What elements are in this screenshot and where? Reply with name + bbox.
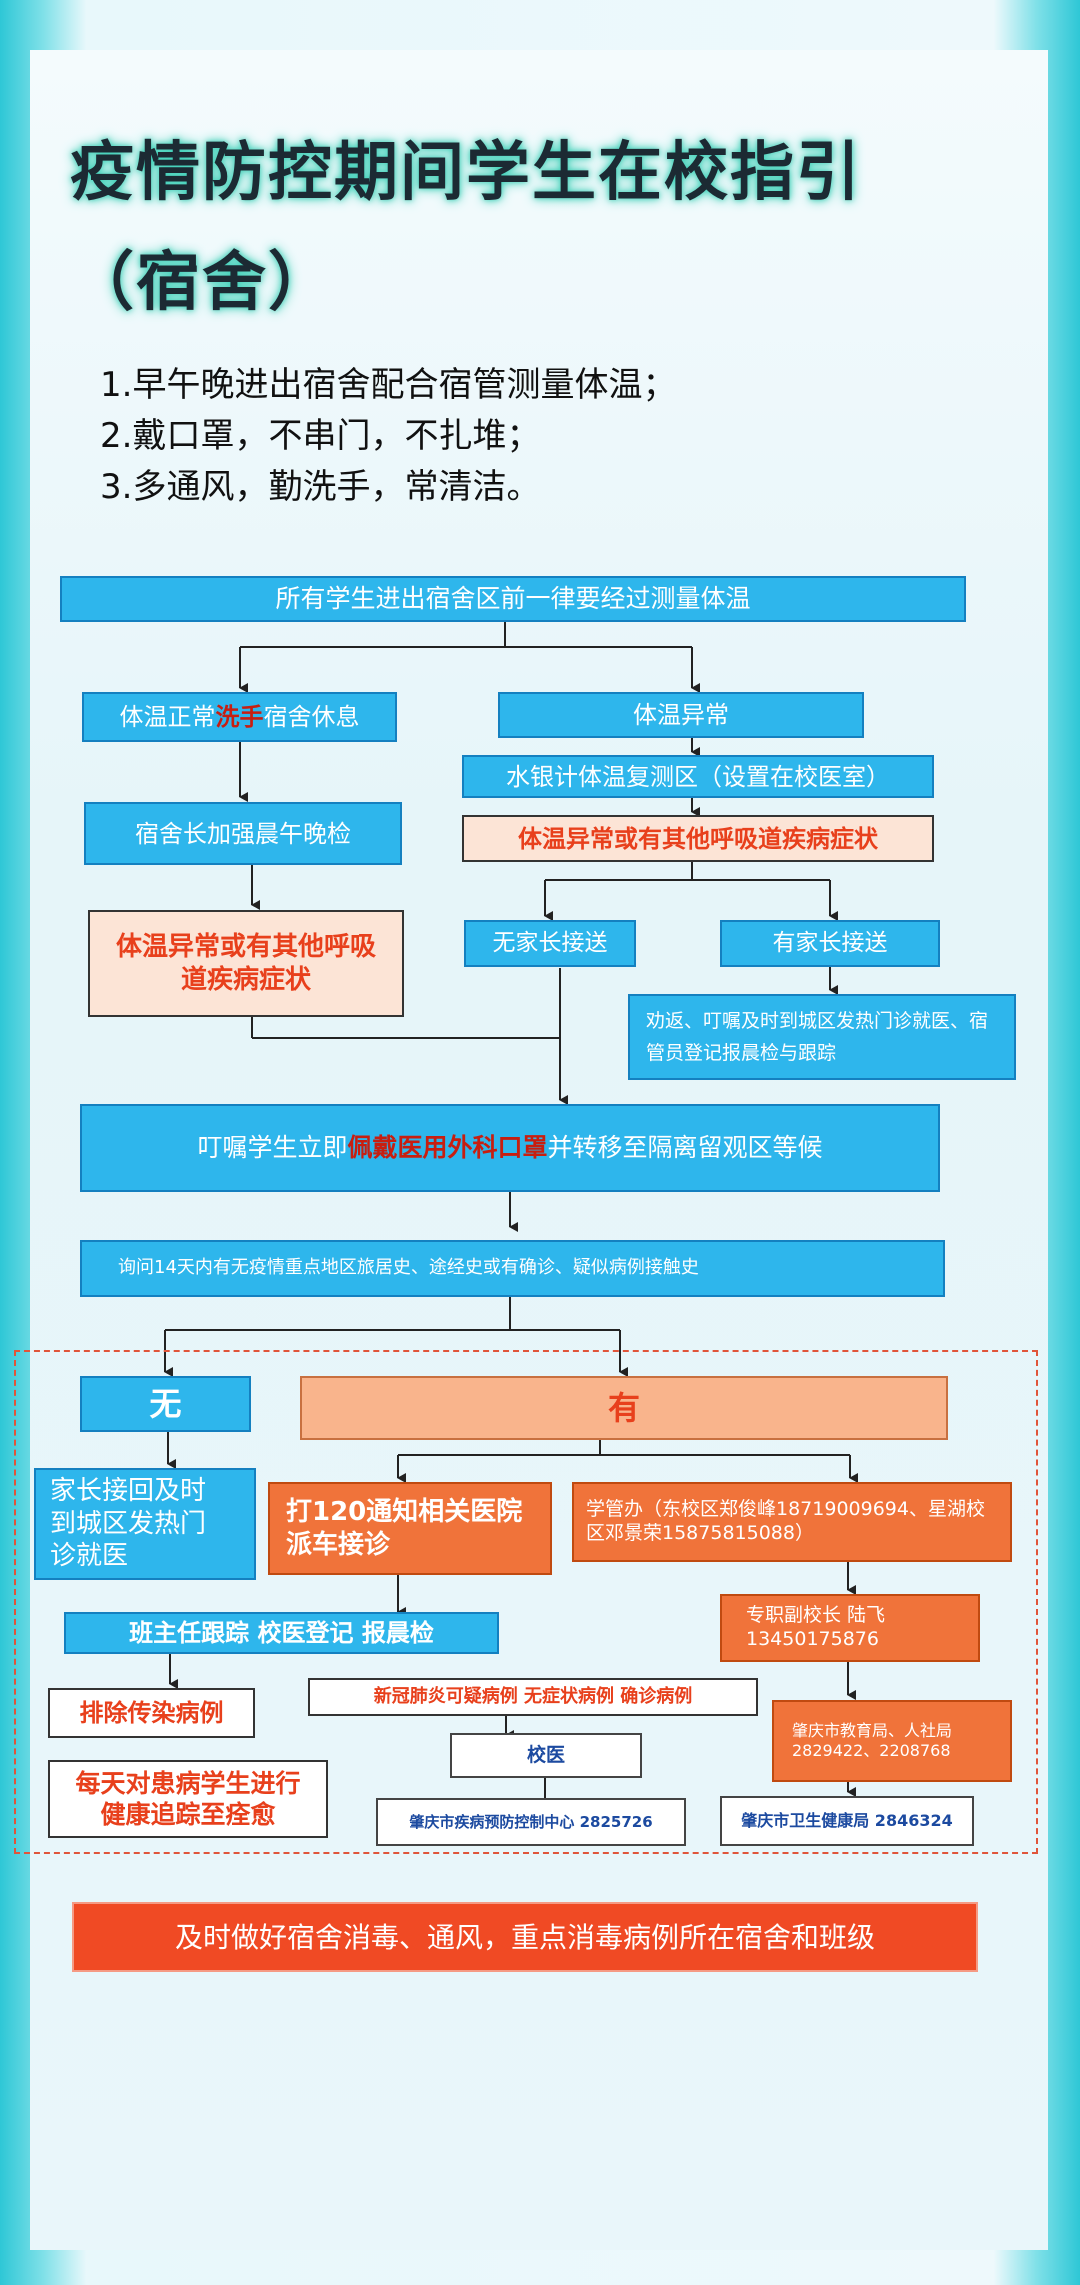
cdc-box: 肇庆市疾病预防控制中心 2825726 <box>376 1798 686 1846</box>
contact-history-section <box>14 1350 1038 1854</box>
has-parent-box: 有家长接送 <box>720 920 940 967</box>
advise-box: 劝返、叮嘱及时到城区发热门诊就医、宿管员登记报晨检与跟踪 <box>628 994 1016 1080</box>
case-types-box: 新冠肺炎可疑病例 无症状病例 确诊病例 <box>308 1678 758 1716</box>
page-title: 疫情防控期间学生在校指引 （宿舍） <box>70 118 1020 338</box>
measure-temperature-box: 所有学生进出宿舍区前一律要经过测量体温 <box>60 576 966 622</box>
dorm-rest-text: 宿舍休息 <box>263 703 360 731</box>
title-line-1: 疫情防控期间学生在校指引 <box>70 136 862 210</box>
daily-tracking-box: 每天对患病学生进行健康追踪至痊愈 <box>48 1760 328 1838</box>
symptom-left-box: 体温异常或有其他呼吸道疾病症状 <box>88 910 404 1017</box>
no-parent-box: 无家长接送 <box>464 920 636 967</box>
temp-normal-box: 体温正常洗手宿舍休息 <box>82 692 397 742</box>
education-bureau-box: 肇庆市教育局、人社局 2829422、2208768 <box>772 1700 1012 1782</box>
temp-normal-text: 体温正常 <box>119 703 216 731</box>
vice-principal-box: 专职副校长 陆飞 13450175876 <box>720 1594 980 1662</box>
abnormal-symptom-box: 体温异常或有其他呼吸道疾病症状 <box>462 815 934 862</box>
wash-hands-text: 洗手 <box>215 703 264 731</box>
rule-item-1: 1.早午晚进出宿舍配合宿管测量体温； <box>100 365 677 405</box>
call-120-box: 打120通知相关医院派车接诊 <box>268 1482 552 1575</box>
parent-pickup-box: 家长接回及时到城区发热门诊就医 <box>34 1468 256 1580</box>
rule-item-2: 2.戴口罩，不串门，不扎堆； <box>100 416 541 456</box>
mask-text-a: 叮嘱学生立即 <box>197 1133 348 1163</box>
mask-transfer-box: 叮嘱学生立即佩戴医用外科口罩并转移至隔离留观区等候 <box>80 1104 940 1192</box>
rule-item-3: 3.多通风，勤洗手，常清洁。 <box>100 467 541 507</box>
recheck-area-box: 水银计体温复测区（设置在校医室） <box>462 755 934 798</box>
no-branch-box: 无 <box>80 1376 251 1432</box>
school-doctor-box: 校医 <box>450 1733 642 1778</box>
disinfection-banner: 及时做好宿舍消毒、通风，重点消毒病例所在宿舍和班级 <box>72 1902 978 1972</box>
inquiry-box: 询问14天内有无疫情重点地区旅居史、途经史或有确诊、疑似病例接触史 <box>80 1240 945 1297</box>
student-office-box: 学管办（东校区郑俊峰18719009694、星湖校区邓景荣15875815088… <box>572 1482 1012 1562</box>
rules-list: 1.早午晚进出宿舍配合宿管测量体温； 2.戴口罩，不串门，不扎堆； 3.多通风，… <box>100 360 676 513</box>
mask-text-c: 并转移至隔离留观区等候 <box>547 1133 823 1163</box>
dorm-head-check-box: 宿舍长加强晨午晚检 <box>84 802 402 865</box>
mask-text-b: 佩戴医用外科口罩 <box>347 1133 548 1163</box>
title-line-2: （宿舍） <box>70 246 334 320</box>
temp-abnormal-box: 体温异常 <box>498 692 864 738</box>
health-bureau-box: 肇庆市卫生健康局 2846324 <box>720 1796 974 1846</box>
yes-branch-box: 有 <box>300 1376 948 1440</box>
exclude-infection-box: 排除传染病例 <box>48 1688 255 1738</box>
teacher-track-box: 班主任跟踪 校医登记 报晨检 <box>64 1612 499 1654</box>
